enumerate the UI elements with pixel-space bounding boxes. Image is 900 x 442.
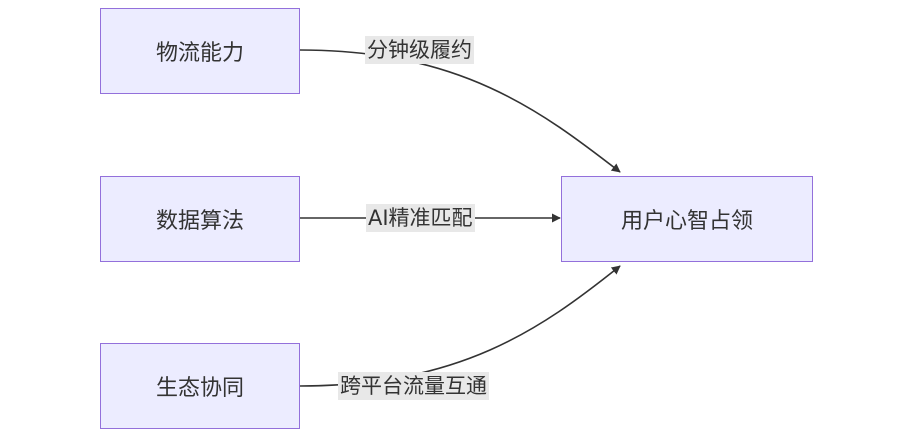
node-ecosystem-label: 生态协同 bbox=[155, 376, 244, 401]
node-logistics: 物流能力 bbox=[100, 8, 300, 94]
edge-logistics-to-user-mind bbox=[299, 49, 621, 173]
edge-ecosystem-to-user-mind bbox=[299, 265, 621, 387]
node-logistics-label: 物流能力 bbox=[155, 41, 244, 66]
node-data-algorithm-label: 数据算法 bbox=[155, 209, 244, 234]
edge-label-data: AI精准匹配 bbox=[366, 204, 475, 232]
node-data-algorithm: 数据算法 bbox=[100, 176, 300, 262]
edge-label-logistics: 分钟级履约 bbox=[365, 36, 474, 64]
edge-label-ecosystem: 跨平台流量互通 bbox=[338, 372, 489, 400]
node-user-mind: 用户心智占领 bbox=[561, 176, 813, 262]
node-ecosystem: 生态协同 bbox=[100, 343, 300, 429]
node-user-mind-label: 用户心智占领 bbox=[620, 209, 753, 234]
